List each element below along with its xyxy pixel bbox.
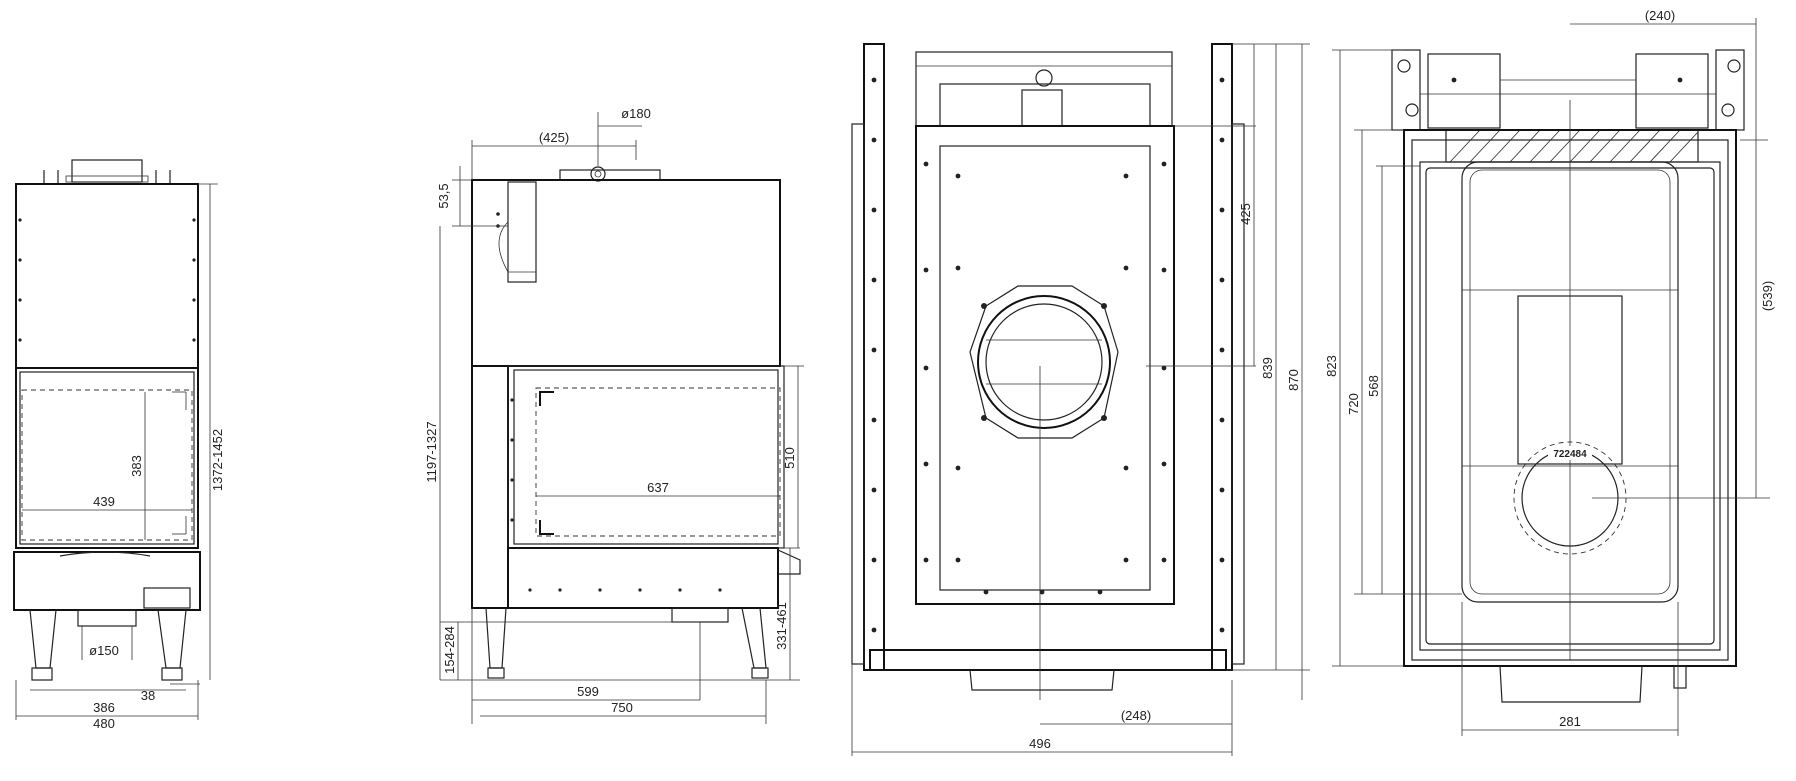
section-hatched-beam (1445, 129, 1699, 163)
top-outlet-circle (977, 295, 1111, 429)
side-glass-outline (535, 387, 781, 537)
dim-side-top-offset: 53,5 (436, 183, 451, 208)
top-main-plate (915, 125, 1175, 605)
section-duct (1499, 665, 1643, 703)
front-glass-outline (21, 389, 193, 541)
side-firebox (507, 365, 785, 549)
dim-side-leg-range: 154-284 (442, 626, 457, 674)
dim-front-opening-height: 383 (129, 455, 144, 477)
side-leg-rear (741, 607, 767, 669)
dim-section-firebox-length: 568 (1366, 375, 1381, 397)
front-leg-right (157, 609, 187, 669)
side-front-frame (471, 365, 509, 609)
section-bracket-left (1391, 49, 1421, 131)
dim-side-duct-offset: 599 (577, 684, 599, 699)
dim-front-duct-diameter: ø150 (89, 643, 119, 658)
dim-top-flue-offset: 425 (1238, 203, 1253, 225)
dim-section-duct-distance: (539) (1760, 281, 1775, 311)
side-bracket (507, 181, 537, 283)
dim-section-total-length: 823 (1324, 355, 1339, 377)
dim-top-total-length: 870 (1286, 369, 1301, 391)
front-flue-flange (65, 175, 149, 183)
top-mechanism (915, 51, 1173, 127)
dim-top-total-width: 496 (1029, 736, 1051, 751)
dim-front-foot: 38 (141, 688, 155, 703)
side-base (507, 547, 779, 609)
dim-section-frame-length: 720 (1346, 393, 1361, 415)
side-view: ø180 (425) 53,5 1197-1327 510 637 331-46… (424, 106, 804, 724)
dim-side-flue-diameter: ø180 (621, 106, 651, 121)
side-air-duct (671, 607, 729, 623)
dim-front-leg-span: 386 (93, 700, 115, 715)
dim-front-height: 1372-1452 (210, 429, 225, 491)
top-bottom-plate (869, 649, 1227, 671)
dim-section-flue-offset: (240) (1645, 8, 1675, 23)
front-firebox-frame (15, 367, 199, 549)
dim-top-inner-length: 839 (1260, 357, 1275, 379)
front-upper-casing (15, 183, 199, 369)
section-part-label: 722484 (1553, 449, 1587, 460)
dim-front-opening-width: 439 (93, 494, 115, 509)
top-outlet-flange (969, 285, 1119, 439)
dim-side-total-depth: 750 (611, 700, 633, 715)
top-view: 425 839 870 (248) 496 (851, 43, 1310, 756)
dim-top-half-width: (248) (1121, 708, 1151, 723)
dim-side-base-range: 331-461 (774, 602, 789, 650)
front-view: 1372-1452 383 439 ø150 386 480 38 (13, 159, 225, 731)
dim-section-firebox-width: 281 (1559, 714, 1581, 729)
dim-front-total-width: 480 (93, 716, 115, 731)
dim-side-flue-offset: (425) (539, 130, 569, 145)
dim-side-height-range: 1197-1327 (424, 421, 439, 482)
dim-side-firebox-height: 510 (782, 447, 797, 469)
side-flue-circle (590, 166, 606, 182)
front-base (13, 551, 201, 611)
front-flue-collar (71, 159, 143, 183)
side-upper-casing (471, 179, 781, 367)
section-view: 722484 (240) (539) 823 720 568 281 (1324, 8, 1775, 736)
dim-side-firebox-depth: 637 (647, 480, 669, 495)
front-air-duct (77, 609, 137, 627)
front-leg-left (29, 609, 57, 669)
side-leg-front (485, 607, 507, 669)
top-duct (969, 669, 1115, 691)
front-control-box (143, 587, 191, 609)
